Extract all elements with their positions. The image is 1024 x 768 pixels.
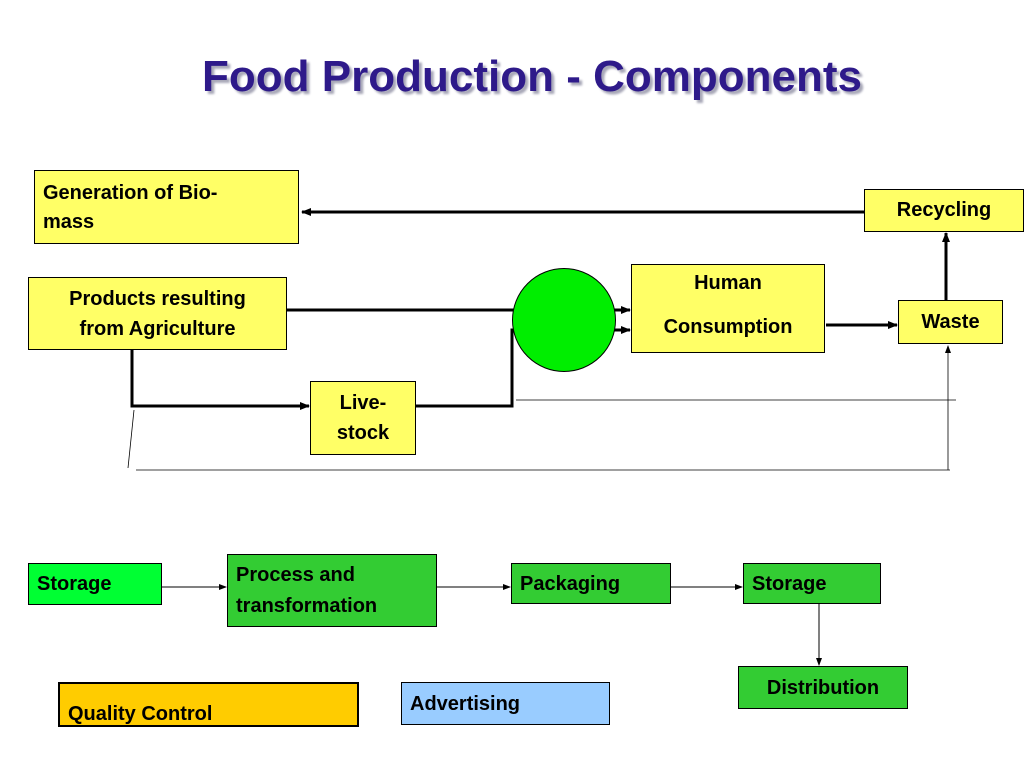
- distribution-label: Distribution: [766, 677, 880, 699]
- storage-2-label: Storage: [752, 573, 827, 595]
- livestock-line1: Live-: [339, 392, 387, 414]
- human-consumption-box: Human Consumption: [631, 264, 825, 353]
- human-line1: Human: [694, 272, 762, 294]
- storage-box-1: Storage: [28, 563, 162, 605]
- livestock-box: Live- stock: [310, 381, 416, 455]
- advertising-box: Advertising: [401, 682, 610, 725]
- recycling-label: Recycling: [896, 199, 992, 221]
- quality-control-box: Quality Control: [58, 682, 359, 727]
- arrow-agriculture-to-livestock: [130, 350, 310, 410]
- quality-control-label: Quality Control: [68, 703, 213, 725]
- distribution-box: Distribution: [738, 666, 908, 709]
- biomass-box: Generation of Bio- mass: [34, 170, 299, 244]
- process-line1: Process and: [236, 564, 355, 586]
- consumption-junction-circle: [512, 268, 616, 372]
- packaging-label: Packaging: [520, 573, 621, 595]
- biomass-line1: Generation of Bio-: [43, 182, 218, 204]
- biomass-line2: mass: [43, 211, 95, 233]
- human-line2: Consumption: [663, 316, 793, 338]
- storage-1-label: Storage: [37, 573, 112, 595]
- agriculture-line1: Products resulting: [69, 288, 246, 310]
- waste-box: Waste: [898, 300, 1003, 344]
- advertising-label: Advertising: [410, 693, 521, 715]
- waste-label: Waste: [921, 311, 980, 333]
- process-line2: transformation: [236, 595, 378, 617]
- page-title: Food Production - Components: [202, 52, 862, 101]
- agriculture-line2: from Agriculture: [79, 318, 236, 340]
- storage-box-2: Storage: [743, 563, 881, 604]
- packaging-box: Packaging: [511, 563, 671, 604]
- recycling-box: Recycling: [864, 189, 1024, 232]
- process-box: Process and transformation: [227, 554, 437, 627]
- livestock-line2: stock: [336, 422, 390, 444]
- agriculture-box: Products resulting from Agriculture: [28, 277, 287, 350]
